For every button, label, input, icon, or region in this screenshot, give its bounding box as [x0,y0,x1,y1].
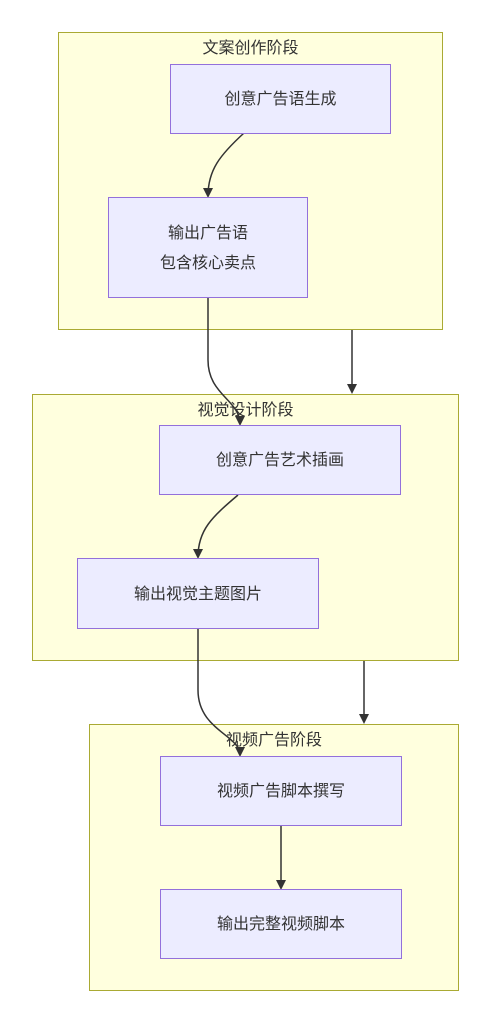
node-output-script-label: 输出完整视频脚本 [216,914,345,933]
node-output-visual[interactable]: 输出视觉主题图片 [77,558,319,629]
node-creative-illustration[interactable]: 创意广告艺术插画 [159,425,401,495]
cluster-title-video: 视频广告阶段 [225,730,322,749]
node-creative-slogan-label: 创意广告语生成 [224,89,337,108]
node-creative-illustration-label: 创意广告艺术插画 [215,450,344,469]
cluster-title-visual: 视觉设计阶段 [197,400,294,419]
node-output-slogan-line2: 包含核心卖点 [159,252,256,272]
node-output-script[interactable]: 输出完整视频脚本 [160,889,402,959]
node-output-visual-label: 输出视觉主题图片 [133,583,262,603]
node-video-script-label: 视频广告脚本撰写 [216,781,345,800]
node-creative-slogan[interactable]: 创意广告语生成 [170,64,391,134]
node-output-slogan[interactable]: 输出广告语 包含核心卖点 [108,197,308,298]
node-video-script[interactable]: 视频广告脚本撰写 [160,756,402,826]
node-output-slogan-line1: 输出广告语 [167,222,248,242]
cluster-title-copywriting: 文案创作阶段 [202,38,299,57]
